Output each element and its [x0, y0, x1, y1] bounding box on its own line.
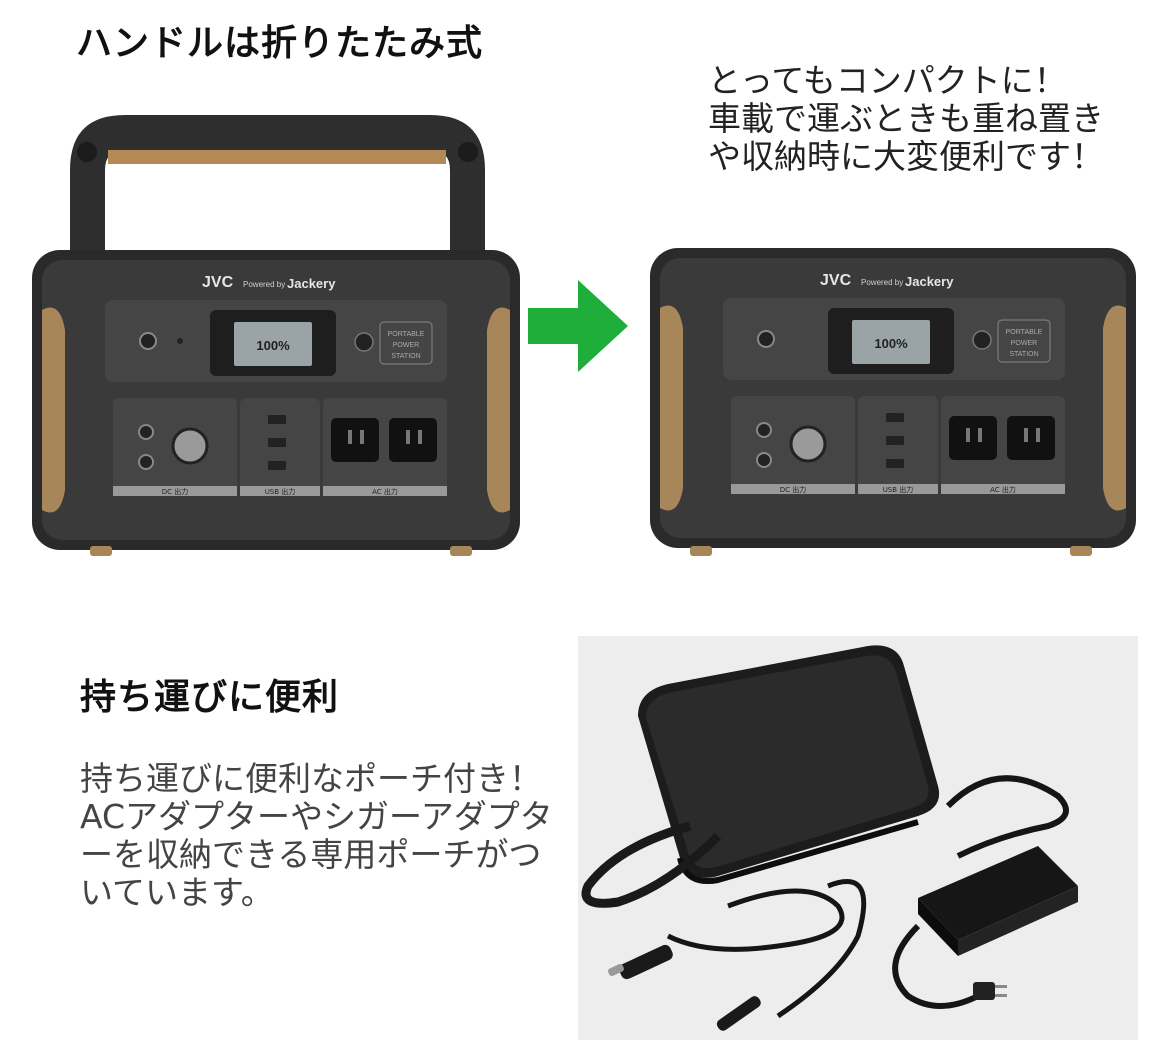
description-line: いています。 — [80, 873, 274, 912]
section-title-portable: 持ち運びに便利 — [80, 677, 340, 718]
power-station-handle-up-image: JVC Powered by Jackery 100% PORTABLE POW… — [32, 115, 520, 556]
svg-text:Jackery: Jackery — [905, 274, 954, 289]
caption-line: や収納時に大変便利です！ — [708, 137, 1104, 176]
svg-text:AC 出力: AC 出力 — [372, 487, 398, 496]
svg-text:POWER: POWER — [1011, 340, 1037, 347]
description-line: ーを収納できる専用ポーチがつ — [80, 835, 542, 874]
svg-text:STATION: STATION — [1009, 351, 1038, 358]
battery-display: 100% — [256, 338, 290, 353]
svg-text:Powered by: Powered by — [861, 278, 903, 287]
svg-text:PORTABLE: PORTABLE — [388, 331, 425, 338]
power-station-handle-folded-image: JVC Powered by Jackery 100% PORTABLE POW… — [650, 248, 1136, 556]
svg-text:POWER: POWER — [393, 342, 419, 349]
svg-text:USB 出力: USB 出力 — [265, 487, 296, 496]
description-line: 持ち運びに便利なポーチ付き！ — [80, 759, 542, 798]
brand-logo: JVC — [202, 274, 234, 291]
battery-display: 100% — [874, 336, 908, 351]
svg-text:AC 出力: AC 出力 — [990, 485, 1016, 494]
svg-text:Powered by: Powered by — [243, 280, 285, 289]
svg-text:DC 出力: DC 出力 — [780, 485, 807, 494]
description-line: ACアダプターやシガーアダプタ — [80, 797, 553, 836]
green-arrow-icon — [528, 280, 628, 372]
svg-text:DC 出力: DC 出力 — [162, 487, 189, 496]
svg-text:Jackery: Jackery — [287, 276, 336, 291]
compact-caption: とってもコンパクトに！ 車載で運ぶときも重ね置き や収納時に大変便利です！ — [708, 62, 1148, 176]
svg-text:PORTABLE: PORTABLE — [1006, 329, 1043, 336]
pouch-and-adapters-image — [578, 636, 1138, 1040]
caption-line: とってもコンパクトに！ — [708, 61, 1067, 100]
svg-text:STATION: STATION — [391, 353, 420, 360]
brand-logo: JVC — [820, 272, 852, 289]
pouch-description: 持ち運びに便利なポーチ付き！ ACアダプターやシガーアダプタ ーを収納できる専用… — [80, 759, 553, 912]
section-title-handle: ハンドルは折りたたみ式 — [76, 23, 484, 64]
svg-text:USB 出力: USB 出力 — [883, 485, 914, 494]
caption-line: 車載で運ぶときも重ね置き — [708, 99, 1104, 138]
